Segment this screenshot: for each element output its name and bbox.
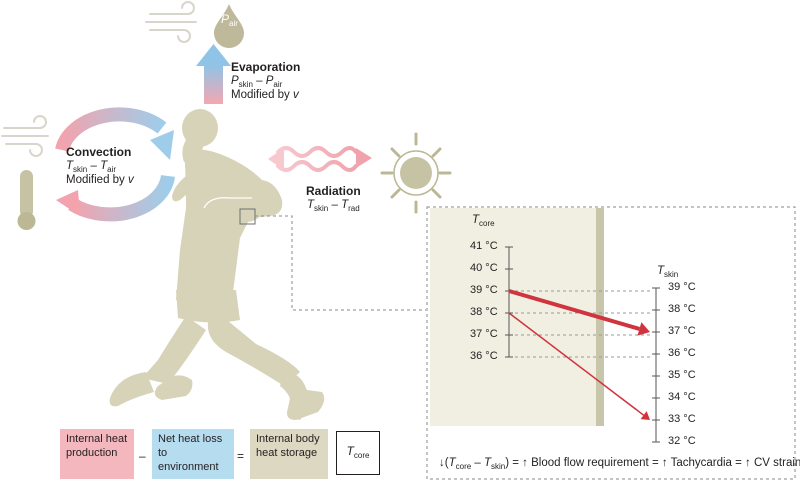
skin-tick-label: 35 °C xyxy=(668,369,696,381)
convection-arrows xyxy=(55,107,175,222)
core-tick-label: 40 °C xyxy=(470,262,498,274)
radiation-arrowhead-left xyxy=(268,148,284,170)
gradient-arrow-shaft xyxy=(508,312,645,416)
thermometer-icon xyxy=(17,170,36,230)
core-temperature-box: Tcore xyxy=(336,431,380,475)
gradient-arrow-shaft xyxy=(508,289,640,331)
skin-tick-label: 34 °C xyxy=(668,391,696,403)
evaporation-title: Evaporation xyxy=(231,60,301,74)
radiation-formula: Tskin – Trad xyxy=(307,198,360,213)
skin-tick-label: 32 °C xyxy=(668,435,696,447)
core-tick-label: 38 °C xyxy=(470,306,498,318)
evaporation-note: Modified by v xyxy=(231,88,299,101)
core-tick-label: 36 °C xyxy=(470,350,498,362)
wind-icon-left xyxy=(1,115,49,157)
radiation-waves xyxy=(276,146,358,172)
inset-panel-border xyxy=(426,206,796,480)
gradient-arrows xyxy=(508,289,650,420)
bottom-caption: ↓(Tcore – Tskin) = ↑ Blood flow requirem… xyxy=(439,457,800,471)
gradient-arrow-head xyxy=(640,411,650,420)
equals-operator: = xyxy=(237,449,245,463)
evaporation-label: Evaporation Pskin – Pair Modified by v xyxy=(231,60,301,102)
radiation-label: Radiation Tskin – Trad xyxy=(306,184,361,213)
convection-title: Convection xyxy=(66,145,132,159)
convection-note: Modified by v xyxy=(66,173,134,186)
evaporation-formula: Pskin – Pair xyxy=(231,74,283,89)
core-tick-label: 37 °C xyxy=(470,328,498,340)
skin-tick-label: 38 °C xyxy=(668,303,696,315)
radiation-title: Radiation xyxy=(306,184,361,198)
zoom-connector xyxy=(255,215,426,311)
minus-operator: – xyxy=(139,449,146,463)
evaporation-arrow xyxy=(196,44,231,104)
skin-tick-label: 37 °C xyxy=(668,325,696,337)
runner-figure xyxy=(109,109,325,420)
radiation-arrowhead-right xyxy=(356,148,372,168)
skin-tick-label: 36 °C xyxy=(668,347,696,359)
skin-tick-label: 39 °C xyxy=(668,281,696,293)
core-tick-label: 39 °C xyxy=(470,284,498,296)
gradient-arrow-head xyxy=(637,322,650,336)
body-heat-storage-box: Internal body heat storage xyxy=(250,429,328,479)
arm-outline xyxy=(203,197,252,209)
droplet-var: P xyxy=(221,12,230,26)
core-tick-label: 41 °C xyxy=(470,240,498,252)
convection-label: Convection Tskin – Tair Modified by v xyxy=(66,145,134,187)
droplet-label: Pair xyxy=(221,12,238,28)
core-axis-title: Tcore xyxy=(472,214,495,228)
net-heat-loss-box: Net heat loss to environment xyxy=(152,429,234,479)
skin-tick-label: 33 °C xyxy=(668,413,696,425)
convection-formula: Tskin – Tair xyxy=(66,159,116,174)
internal-heat-production-box: Internal heat production xyxy=(60,429,134,479)
droplet-icon xyxy=(214,4,244,48)
skin-axis xyxy=(652,287,660,443)
sun-icon xyxy=(380,132,452,214)
droplet-sub: air xyxy=(229,19,238,28)
skin-axis-title: Tskin xyxy=(657,265,679,279)
tissue-gradient xyxy=(430,208,596,426)
wind-icon-top xyxy=(145,1,197,43)
